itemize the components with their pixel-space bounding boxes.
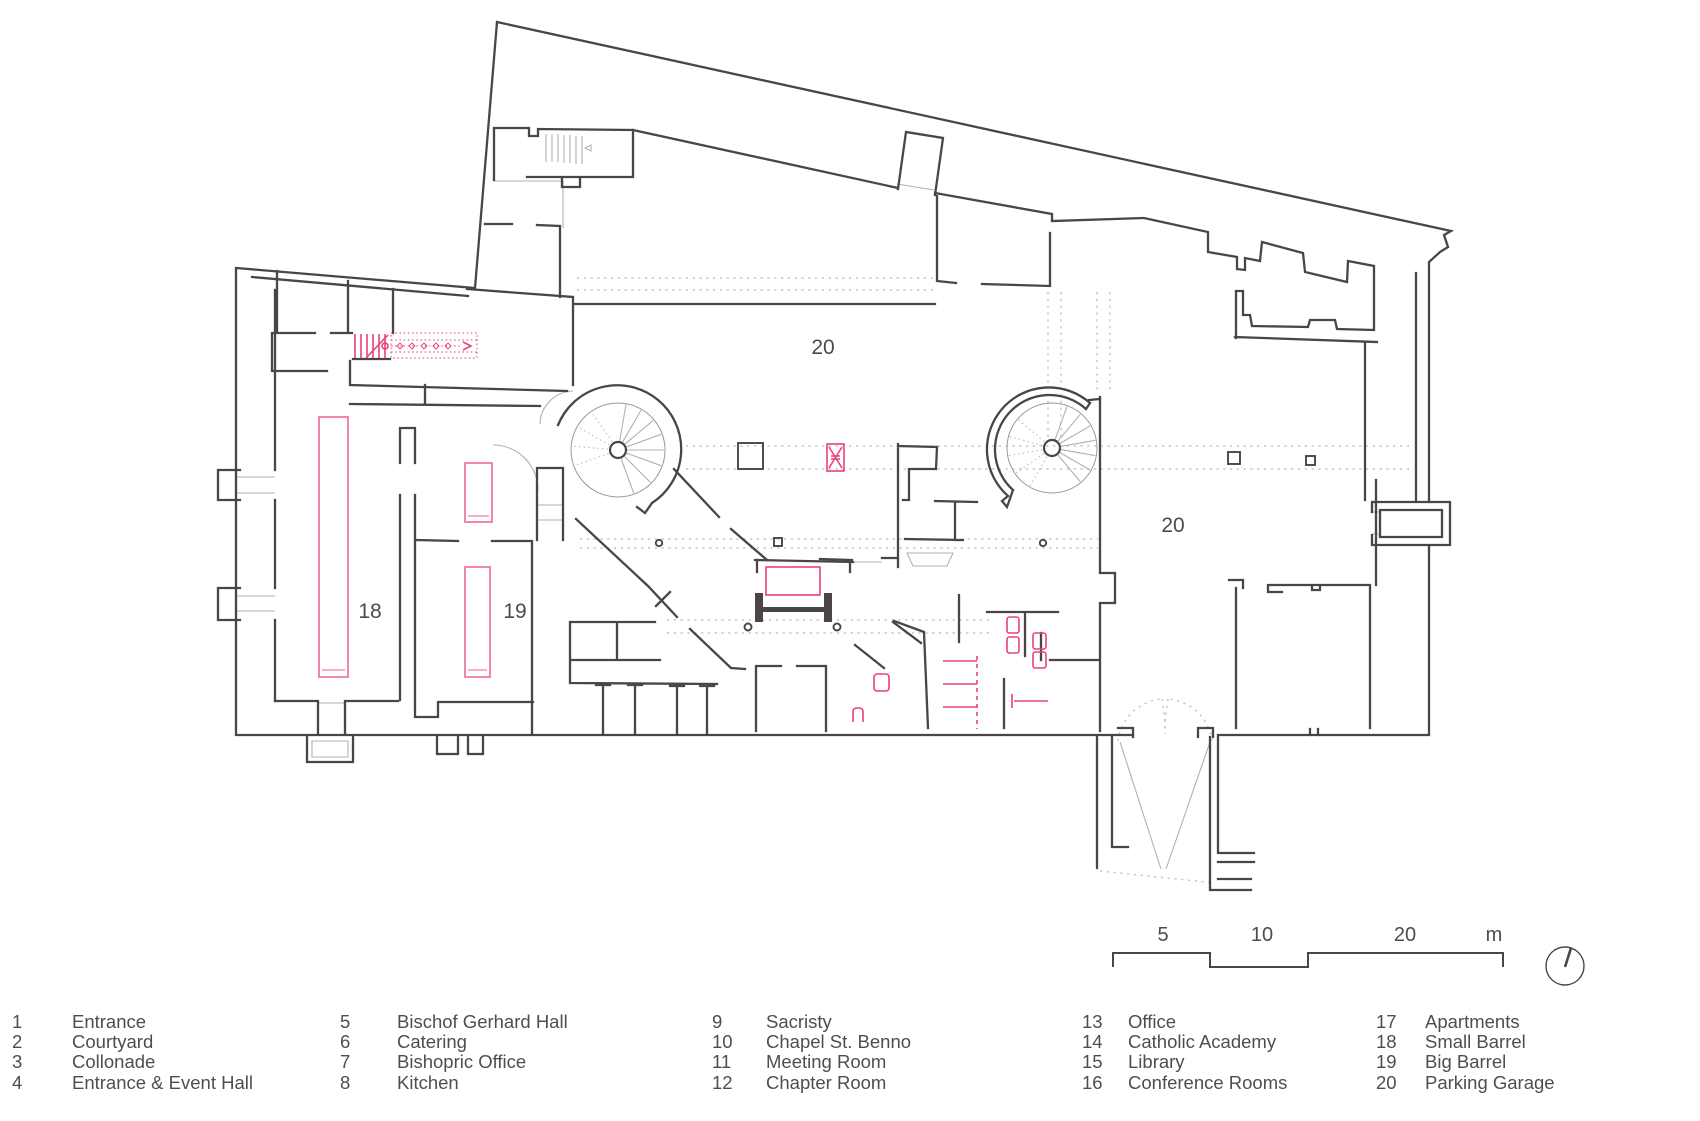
legend-item: 9 Sacristy	[712, 1011, 911, 1032]
legend-item: 2 Courtyard	[12, 1032, 253, 1052]
legend-number: 8	[340, 1071, 351, 1093]
legend-number: 7	[340, 1051, 351, 1073]
legend-label: Collonade	[72, 1051, 156, 1073]
room-label-big-barrel: 19	[503, 600, 526, 623]
pink-hatch-corridor	[390, 332, 478, 359]
legend-number: 20	[1376, 1071, 1397, 1093]
legend-number: 17	[1376, 1011, 1397, 1032]
legend-label: Office	[1128, 1011, 1176, 1032]
legend-item: 3 Collonade	[12, 1052, 253, 1072]
legend-number: 4	[12, 1071, 23, 1093]
legend-item: 10 Chapel St. Benno	[712, 1032, 911, 1052]
parking-lane-dotted-lines	[577, 277, 1414, 884]
legend-number: 2	[12, 1031, 23, 1053]
legend-item: 6 Catering	[340, 1032, 568, 1052]
legend: 1 Entrance 2 Courtyard 3 Collonade 4 Entranc…	[0, 1011, 1700, 1104]
wine-barrels	[318, 416, 493, 678]
legend-number: 15	[1082, 1051, 1103, 1073]
scale-tick-20: 20	[1394, 924, 1416, 946]
legend-label: Chapel St. Benno	[766, 1031, 912, 1053]
chapel-pedestal	[755, 593, 832, 622]
legend-column-5: 17 Apartments 18 Small Barrel 19 Big Barrel…	[1376, 1011, 1555, 1093]
legend-number: 3	[12, 1051, 23, 1073]
legend-item: 15 Library	[1082, 1052, 1287, 1072]
legend-label: Library	[1128, 1051, 1185, 1073]
legend-label: Conference Rooms	[1128, 1071, 1288, 1093]
legend-item: 17 Apartments	[1376, 1011, 1555, 1032]
legend-item: 5 Bischof Gerhard Hall	[340, 1011, 568, 1032]
legend-item: 14 Catholic Academy	[1082, 1032, 1287, 1052]
secondary-lines	[236, 134, 1380, 870]
room-label-small-barrel: 18	[358, 600, 381, 623]
room-number-labels: 20 20 18 19	[358, 336, 1184, 623]
legend-number: 14	[1082, 1031, 1103, 1053]
legend-item: 13 Office	[1082, 1011, 1287, 1032]
room-label-parking-garage-2: 20	[1161, 514, 1184, 537]
legend-label: Apartments	[1425, 1011, 1520, 1032]
legend-number: 18	[1376, 1031, 1397, 1053]
legend-column-4: 13 Office 14 Catholic Academy 15 Library 16…	[1082, 1011, 1288, 1093]
legend-item: 20 Parking Garage	[1376, 1071, 1555, 1093]
building-walls	[216, 20, 1455, 892]
legend-label: Chapter Room	[766, 1071, 887, 1093]
room-label-parking-garage-1: 20	[811, 336, 834, 359]
legend-number: 16	[1082, 1071, 1103, 1093]
legend-number: 6	[340, 1031, 351, 1053]
spiral-stair-treads	[619, 404, 1096, 494]
legend-item: 18 Small Barrel	[1376, 1032, 1555, 1052]
legend-label: Entrance	[72, 1011, 147, 1032]
legend-label: Meeting Room	[766, 1051, 887, 1073]
legend-item: 1 Entrance	[12, 1011, 253, 1032]
legend-label: Kitchen	[397, 1071, 459, 1093]
legend-label: Catering	[397, 1031, 467, 1053]
scale-tick-5: 5	[1157, 924, 1168, 946]
new-construction-pink	[354, 334, 1048, 729]
north-indicator-icon	[1545, 946, 1585, 986]
legend-label: Courtyard	[72, 1031, 154, 1053]
legend-label: Sacristy	[766, 1011, 832, 1032]
legend-label: Parking Garage	[1425, 1071, 1555, 1093]
legend-label: Small Barrel	[1425, 1031, 1526, 1053]
legend-item: 4 Entrance & Event Hall	[12, 1071, 253, 1093]
legend-item: 12 Chapter Room	[712, 1071, 911, 1093]
legend-label: Bischof Gerhard Hall	[397, 1011, 568, 1032]
legend-label: Big Barrel	[1425, 1051, 1507, 1073]
structural-columns	[570, 402, 1316, 632]
legend-label: Bishopric Office	[397, 1051, 527, 1073]
legend-label: Entrance & Event Hall	[72, 1071, 253, 1093]
legend-item: 19 Big Barrel	[1376, 1052, 1555, 1072]
legend-item: 11 Meeting Room	[712, 1052, 911, 1072]
legend-number: 1	[12, 1011, 23, 1032]
legend-number: 9	[712, 1011, 723, 1032]
scale-tick-10: 10	[1251, 924, 1273, 946]
scale-unit-label: m	[1486, 924, 1503, 946]
legend-number: 11	[712, 1051, 732, 1073]
legend-column-1: 1 Entrance 2 Courtyard 3 Collonade 4 Entranc…	[12, 1011, 253, 1093]
legend-number: 5	[340, 1011, 351, 1032]
legend-item: 7 Bishopric Office	[340, 1052, 568, 1072]
legend-item: 16 Conference Rooms	[1082, 1071, 1288, 1093]
legend-number: 19	[1376, 1051, 1397, 1073]
legend-item: 8 Kitchen	[340, 1071, 568, 1093]
legend-column-2: 5 Bischof Gerhard Hall 6 Catering 7 Bishopr…	[340, 1011, 568, 1093]
legend-label: Catholic Academy	[1128, 1031, 1277, 1053]
scale-bar: 5 10 20 m	[1112, 924, 1504, 968]
legend-number: 13	[1082, 1011, 1103, 1032]
legend-number: 10	[712, 1031, 733, 1053]
legend-number: 12	[712, 1071, 733, 1093]
legend-column-3: 9 Sacristy 10 Chapel St. Benno 11 Meeting R…	[712, 1011, 911, 1093]
